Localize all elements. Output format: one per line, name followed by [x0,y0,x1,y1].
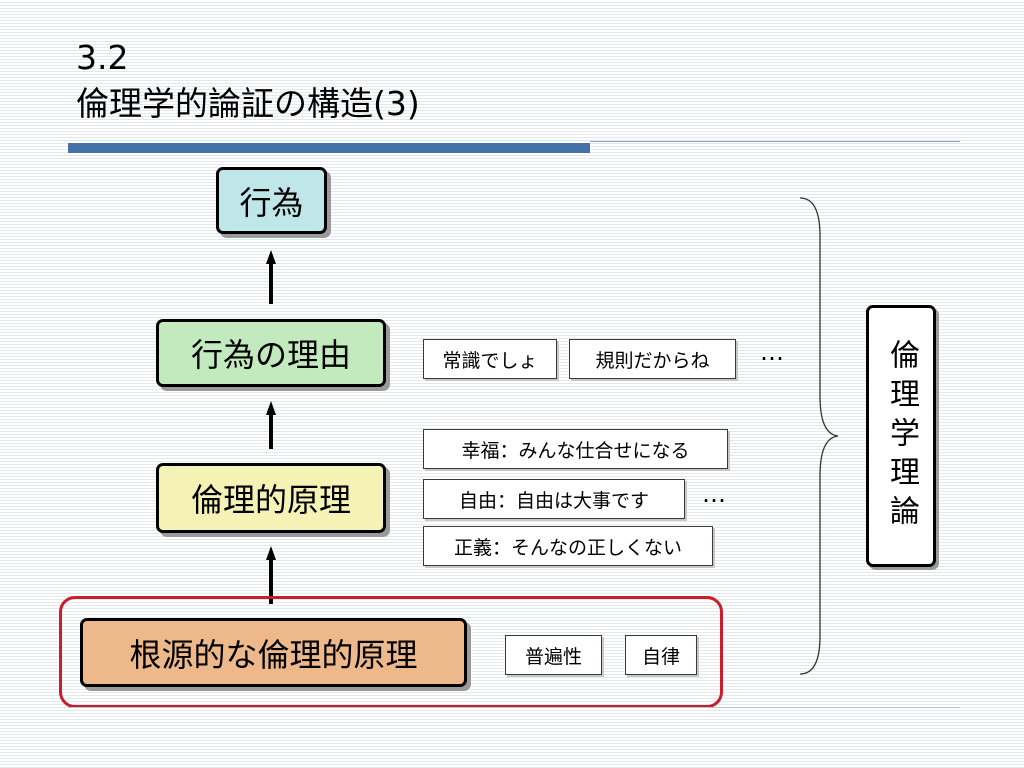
reason-ellipsis: … [760,338,785,366]
ethical-principle-box: 倫理的原理 [156,463,386,533]
up-arrow-to-principle [266,546,276,604]
arrow-head [266,250,276,264]
title-underline-accent [68,143,590,153]
right-brace [799,197,839,675]
reason-example-rules: 規則だからね [569,339,736,379]
slide-title: 倫理学的論証の構造(3) [76,84,420,123]
arrow-head [266,546,276,560]
principle-example-freedom: 自由：自由は大事です [423,479,685,519]
slide-number: 3.2 [76,38,129,77]
action-box: 行為 [216,167,327,234]
title-underline-thin [590,141,960,142]
principle-example-justice: 正義：そんなの正しくない [423,526,713,566]
principle-example-happiness: 幸福：みんな仕合せになる [423,429,728,469]
fundamental-example-autonomy: 自律 [625,635,697,675]
up-arrow-to-action [266,250,276,304]
arrow-shaft [269,558,273,604]
arrow-shaft [269,262,273,304]
ethical-theory-box: 倫理学理論 [866,305,936,567]
reason-example-common-sense: 常識でしょ [423,339,557,379]
arrow-shaft [269,413,273,449]
fundamental-example-universality: 普遍性 [505,635,602,675]
up-arrow-to-reason [266,401,276,449]
fundamental-principle-box: 根源的な倫理的原理 [80,618,467,687]
fundamental-highlight-frame [59,596,723,708]
principle-ellipsis: … [702,480,727,508]
footer-rule [68,707,960,708]
arrow-head [266,401,276,415]
action-reason-box: 行為の理由 [156,319,386,387]
